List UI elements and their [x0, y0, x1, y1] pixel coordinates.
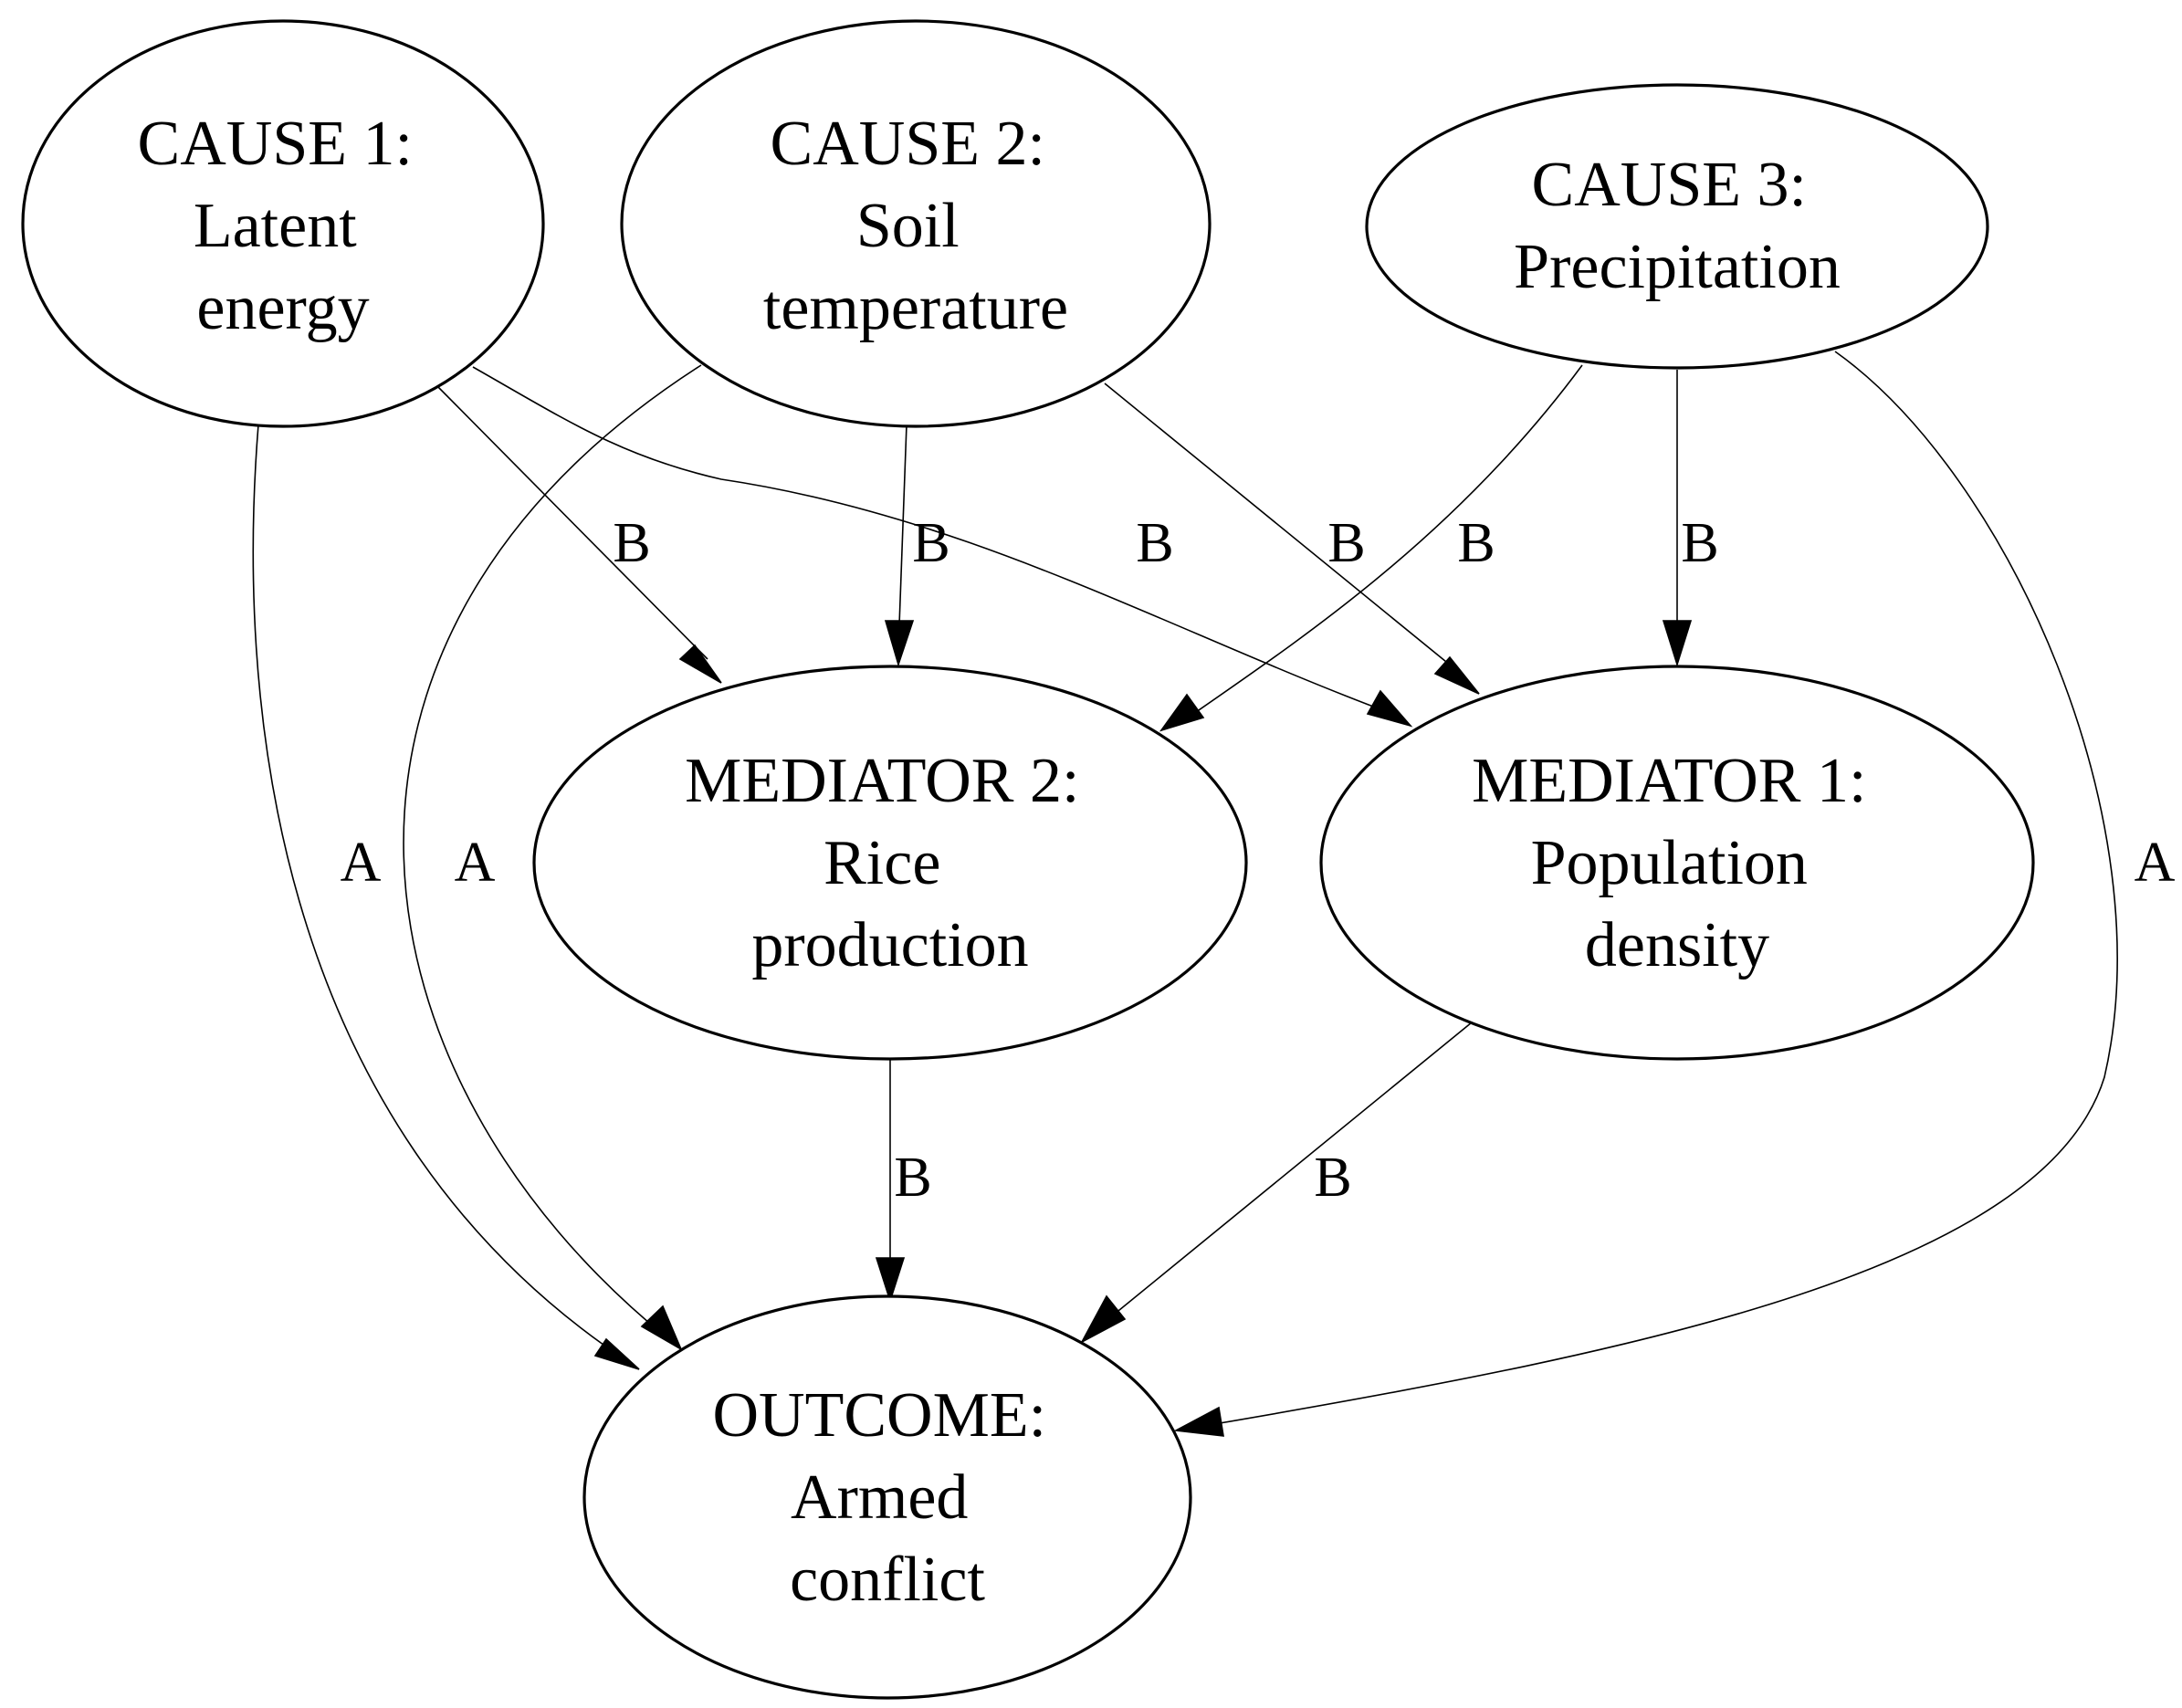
node-mediator1: MEDIATOR 1: Population density	[1319, 665, 2035, 1061]
node-cause1: CAUSE 1: Latent energy	[21, 19, 545, 428]
node-label: MEDIATOR 2: Rice production	[685, 746, 1096, 980]
arrowhead	[1159, 693, 1205, 732]
nodes: CAUSE 1: Latent energy CAUSE 2: Soil tem…	[21, 19, 2035, 1700]
node-label: CAUSE 2: Soil temperature	[763, 109, 1068, 343]
edge-label-cause2-mediator1: B	[1327, 512, 1365, 574]
edge-label-cause1-mediator1: B	[1136, 512, 1173, 574]
node-outcome: OUTCOME: Armed conflict	[582, 1294, 1192, 1700]
arrowhead	[884, 620, 915, 667]
edge-label-cause1-mediator2: B	[613, 512, 650, 574]
edge-cause3-to-outcome: A	[1173, 351, 2176, 1437]
arrowhead	[593, 1337, 640, 1370]
edge-cause2-to-mediator1: B	[1104, 382, 1480, 695]
edge-label-mediator1-outcome: B	[1314, 1147, 1351, 1209]
edge-mediator2-to-outcome: B	[875, 1059, 932, 1304]
arrowhead	[1433, 655, 1480, 695]
edge-cause1-to-mediator2: B	[437, 386, 722, 684]
node-label: MEDIATOR 1: Population density	[1472, 746, 1883, 980]
edge-label-cause3-outcome: A	[2135, 832, 2176, 894]
edge-cause2-to-outcome: A	[403, 364, 702, 1351]
arrowhead	[640, 1305, 683, 1351]
arrowhead	[1173, 1406, 1224, 1437]
edge-label-cause2-mediator2: B	[912, 512, 949, 574]
edge-label-cause1-outcome: A	[341, 832, 382, 894]
arrowhead	[1662, 620, 1693, 667]
node-label: CAUSE 1: Latent energy	[138, 109, 429, 343]
arrowhead	[875, 1257, 906, 1304]
edge-label-cause3-mediator2: B	[1457, 512, 1495, 574]
node-cause2: CAUSE 2: Soil temperature	[620, 19, 1212, 428]
node-mediator2: MEDIATOR 2: Rice production	[532, 665, 1248, 1061]
edges: A B B A B B B	[252, 351, 2176, 1437]
node-label: OUTCOME: Armed conflict	[712, 1380, 1062, 1615]
edge-label-mediator2-outcome: B	[894, 1147, 931, 1209]
node-label: CAUSE 3: Precipitation	[1514, 150, 1841, 302]
arrowhead	[1080, 1294, 1127, 1344]
edge-label-cause2-outcome: A	[455, 832, 496, 894]
edge-cause3-to-mediator2: B	[1159, 364, 1583, 732]
arrowhead	[1366, 689, 1413, 728]
edge-label-cause3-mediator1: B	[1681, 512, 1718, 574]
edge-mediator1-to-outcome: B	[1080, 1022, 1473, 1344]
edge-cause1-to-mediator1: B	[472, 366, 1413, 728]
arrowhead	[678, 644, 722, 684]
node-cause3: CAUSE 3: Precipitation	[1365, 83, 1989, 370]
edge-cause1-to-outcome: A	[252, 424, 640, 1370]
edge-cause2-to-mediator2: B	[884, 424, 950, 667]
edge-cause3-to-mediator1: B	[1662, 370, 1719, 667]
